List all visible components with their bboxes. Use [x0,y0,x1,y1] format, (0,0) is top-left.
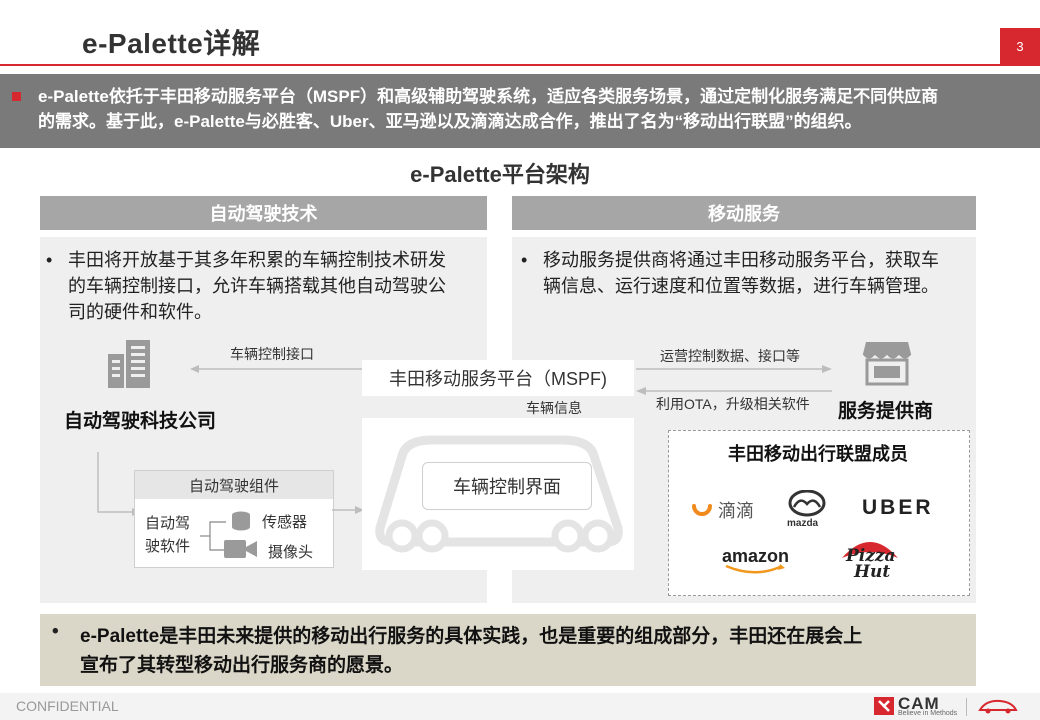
footer-divider [966,698,967,716]
page-number: 3 [1000,28,1040,64]
company-connector [97,452,140,516]
uber-logo: UBER [862,496,934,519]
service-provider-label: 服务提供商 [838,401,934,422]
left-desc-line-3: 司的硬件和软件。 [68,302,212,322]
components-title: 自动驾驶组件 [135,471,333,499]
vehicle-info-arrow [434,386,574,418]
mazda-logo-icon [788,490,826,517]
summary-bullet-icon [12,92,21,101]
right-description: • 移动服务提供商将通过丰田移动服务平台，获取车 辆信息、运行速度和位置等数据，… [521,247,968,299]
cam-slogan: Believe in Methods [898,710,958,717]
sensor-label: 传感器 [262,514,308,531]
components-arrow [332,506,364,514]
left-desc-line-1: 丰田将开放基于其多年积累的车辆控制技术研发 [68,250,446,270]
ota-arrow [636,387,832,395]
conclusion-line-2: 宣布了其转型移动出行服务商的愿景。 [80,655,404,676]
ops-data-arrow [636,365,832,373]
summary-line-1: e-Palette依托于丰田移动服务平台（MSPF）和高级辅助驾驶系统，适应各类… [38,87,939,106]
amazon-logo: amazon [722,546,790,566]
didi-logo-icon [692,504,712,516]
software-line-2: 驶软件 [145,538,191,555]
camera-label: 摄像头 [268,544,314,561]
architecture-title: e-Palette平台架构 [410,162,590,187]
right-desc-line-1: 移动服务提供商将通过丰田移动服务平台，获取车 [543,250,939,270]
camera-icon [224,540,257,558]
right-desc-line-2: 辆信息、运行速度和位置等数据，进行车辆管理。 [543,276,939,296]
cam-brand: CAM [898,694,940,713]
software-line-1: 自动驾 [145,515,191,532]
ota-label: 利用OTA，升级相关软件 [656,396,810,412]
left-column-header: 自动驾驶技术 [40,196,487,230]
pizzahut-line-1: Pizza [846,546,896,566]
mazda-logo-text: mazda [787,518,819,529]
vehicle-info-label: 车辆信息 [526,400,582,416]
sensor-icon [232,511,250,531]
alliance-title: 丰田移动出行联盟成员 [728,444,908,464]
conclusion-bullet: • [52,621,59,642]
conclusion-box: e-Palette是丰田未来提供的移动出行服务的具体实践，也是重要的组成部分，丰… [40,614,976,686]
footer-bar [0,693,1040,720]
partner-car-logo-icon [978,699,1018,714]
autonomous-company-label: 自动驾驶科技公司 [64,411,217,432]
pizzahut-logo: Pizza Hut [846,546,896,582]
ops-data-label: 运营控制数据、接口等 [660,348,800,364]
cam-logo-icon [874,697,894,715]
summary-banner: e-Palette依托于丰田移动服务平台（MSPF）和高级辅助驾驶系统，适应各类… [0,74,1040,148]
pizzahut-line-2: Hut [854,562,891,582]
software-label: 自动驾 驶软件 [145,512,190,558]
left-desc-line-2: 的车辆控制接口，允许车辆搭载其他自动驾驶公 [68,276,446,296]
left-description: • 丰田将开放基于其多年积累的车辆控制技术研发 的车辆控制接口，允许车辆搭载其他… [46,247,478,325]
right-column-header: 移动服务 [512,196,976,230]
mspf-box: 丰田移动服务平台（MSPF) [362,360,634,396]
right-bullet: • [521,250,528,270]
title-divider [0,64,1040,66]
confidential-label: CONFIDENTIAL [16,698,119,714]
building-icon [108,340,150,388]
didi-logo-text: 滴滴 [718,501,754,521]
left-bullet: • [46,250,53,270]
conclusion-line-1: e-Palette是丰田未来提供的移动出行服务的具体实践，也是重要的组成部分，丰… [80,626,863,647]
control-interface-label: 车辆控制接口 [230,346,314,362]
software-bracket [200,521,226,551]
control-interface-arrow [190,365,362,373]
vehicle-control-interface-box: 车辆控制界面 [422,462,592,510]
shop-icon [862,342,912,386]
pizzahut-roof-icon [842,542,898,558]
page-title: e-Palette详解 [82,28,261,59]
amazon-smile-icon [725,564,785,574]
summary-line-2: 的需求。基于此，e-Palette与必胜客、Uber、亚马逊以及滴滴达成合作，推… [38,112,862,131]
